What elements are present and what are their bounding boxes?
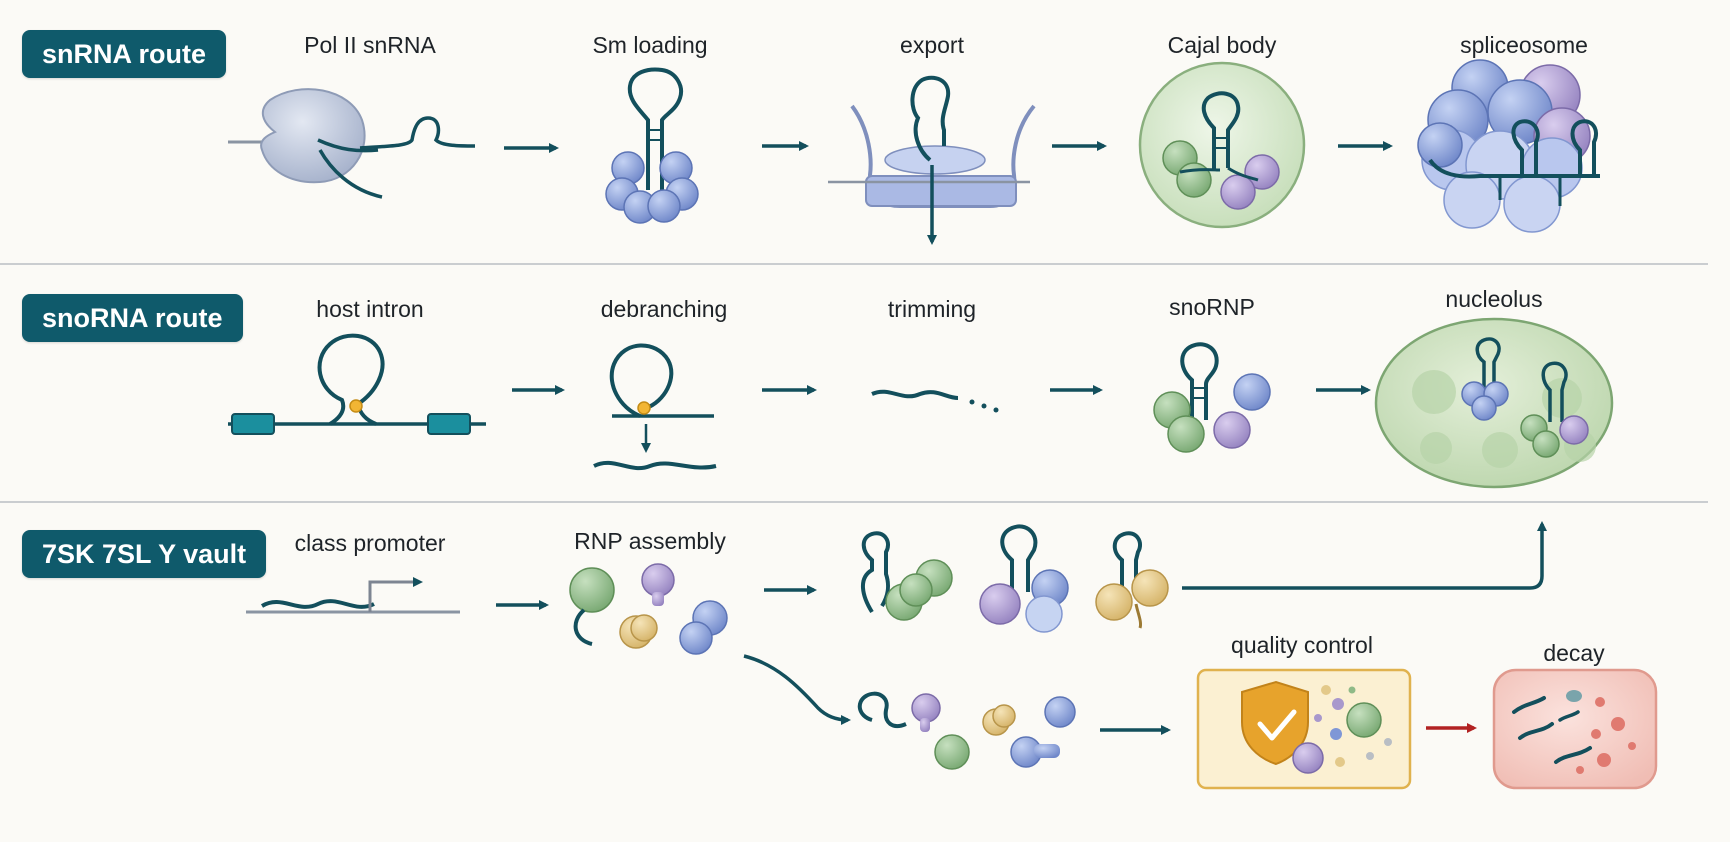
trimmed-rna-icon — [871, 389, 999, 413]
step-sm-loading: Sm loading — [592, 32, 708, 58]
cajal-body-icon — [1138, 61, 1306, 229]
promoter-icon — [246, 577, 460, 614]
step-quality-control: quality control — [1231, 632, 1373, 658]
assembled-rnp-icon — [861, 524, 1169, 633]
decay-icon — [1492, 668, 1658, 790]
row-label-snorna: snoRNA route — [22, 294, 243, 342]
arrow-to-misassembled — [743, 654, 851, 725]
flow-arrows — [496, 141, 1547, 735]
nucleolus-icon — [1374, 317, 1614, 489]
lariat-icon — [593, 343, 717, 471]
step-snornp: snoRNP — [1169, 294, 1255, 320]
step-export: export — [900, 32, 964, 58]
step-class-promoter: class promoter — [294, 530, 446, 556]
host-intron-icon — [228, 333, 486, 435]
protein-pool-icon — [569, 563, 728, 655]
step-pol-ii-snrna: Pol II snRNA — [304, 32, 436, 58]
sm-ring-icon — [605, 67, 699, 224]
snornp-icon — [1153, 342, 1271, 453]
step-nucleolus: nucleolus — [1445, 286, 1543, 312]
step-rnp-assembly: RNP assembly — [574, 528, 726, 554]
step-decay: decay — [1543, 640, 1605, 666]
step-cajal-body: Cajal body — [1167, 32, 1277, 58]
step-spliceosome: spliceosome — [1460, 32, 1588, 58]
shield-check-icon — [1241, 680, 1309, 766]
nuclear-pore-icon — [828, 75, 1036, 245]
rna-polymerase-icon — [228, 88, 476, 199]
debris-icon — [1292, 685, 1392, 774]
step-trimming: trimming — [887, 296, 977, 322]
row-label-snrna: snRNA route — [22, 30, 227, 78]
step-debranching: debranching — [600, 296, 728, 322]
misassembled-rnp-icon — [857, 691, 1076, 770]
arrow-to-nucleolus — [1182, 521, 1547, 590]
step-host-intron: host intron — [316, 296, 424, 322]
spliceosome-icon — [1417, 59, 1600, 233]
row-label-7sk: 7SK 7SL Y vault — [22, 530, 267, 578]
